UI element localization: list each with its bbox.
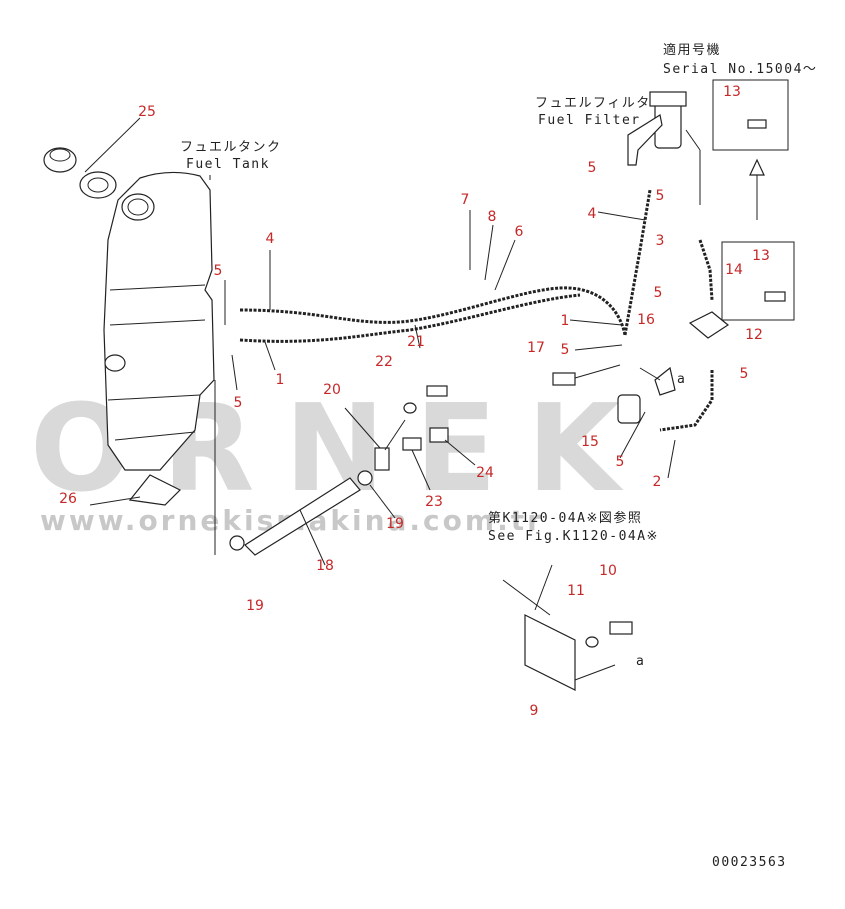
- drawing-number: 00023563: [712, 855, 787, 870]
- callout-7: 7: [461, 192, 470, 208]
- callout-6: 6: [515, 224, 524, 240]
- callout-20: 20: [323, 382, 341, 398]
- fuel-filter-caption-en: Fuel Filter: [538, 113, 641, 128]
- drain-fittings: [374, 385, 449, 471]
- tank-hoses: [239, 189, 714, 432]
- callout-19: 19: [246, 598, 264, 614]
- callout-5: 5: [656, 188, 665, 204]
- callout-16: 16: [637, 312, 655, 328]
- callout-17: 17: [527, 340, 545, 356]
- callout-11: 11: [567, 583, 585, 599]
- see-fig-caption-en: See Fig.K1120-04A※: [488, 529, 659, 544]
- callout-21: 21: [407, 334, 425, 350]
- fuel-cap: [43, 117, 141, 199]
- callout-5: 5: [561, 342, 570, 358]
- callout-19: 19: [386, 516, 404, 532]
- see-fig-caption-jp: 第K1120-04A※図参照: [488, 510, 642, 526]
- callout-25: 25: [138, 104, 156, 120]
- callout-13: 13: [723, 84, 741, 100]
- callout-18: 18: [316, 558, 334, 574]
- callout-1: 1: [276, 372, 285, 388]
- callout-5: 5: [234, 395, 243, 411]
- fuel-filter: [627, 91, 701, 205]
- callout-23: 23: [425, 494, 443, 510]
- fuel-filter-caption-jp: フュエルフィルタ: [535, 96, 651, 111]
- callout-5: 5: [588, 160, 597, 176]
- ref-a-lower: a: [636, 654, 645, 669]
- callouts: 25 4 5 1 5 7 8 6 5 4 5 3 13 13 14 5 12 1…: [59, 84, 770, 719]
- callout-5: 5: [740, 366, 749, 382]
- callout-22: 22: [375, 354, 393, 370]
- callout-5: 5: [654, 285, 663, 301]
- callout-4: 4: [588, 206, 597, 222]
- callout-2: 2: [653, 474, 662, 490]
- lower-bracket: [502, 579, 633, 691]
- fuel-tank-caption-jp: フュエルタンク: [180, 140, 282, 155]
- captions: フュエルタンク Fuel Tank フュエルフィルタ Fuel Filter 適…: [180, 42, 817, 870]
- serial-inset: [712, 79, 795, 321]
- ref-a-upper: a: [677, 372, 686, 387]
- callout-12: 12: [745, 327, 763, 343]
- callout-3: 3: [656, 233, 665, 249]
- callout-5: 5: [616, 454, 625, 470]
- callout-10: 10: [599, 563, 617, 579]
- water-separator: [552, 364, 641, 424]
- serial-caption-en: Serial No.15004～: [663, 62, 817, 77]
- callout-13: 13: [752, 248, 770, 264]
- callout-24: 24: [476, 465, 494, 481]
- callout-5: 5: [214, 263, 223, 279]
- callout-26: 26: [59, 491, 77, 507]
- callout-9: 9: [530, 703, 539, 719]
- callout-1: 1: [561, 313, 570, 329]
- fuel-tank-caption-en: Fuel Tank: [186, 157, 270, 172]
- brackets: [639, 311, 730, 396]
- leader-lines: [89, 175, 676, 611]
- callout-4: 4: [266, 231, 275, 247]
- callout-14: 14: [725, 262, 743, 278]
- guard-plate: [128, 474, 182, 506]
- serial-caption-jp: 適用号機: [663, 42, 721, 58]
- callout-15: 15: [581, 434, 599, 450]
- callout-8: 8: [488, 209, 497, 225]
- fuel-tank: [103, 171, 215, 471]
